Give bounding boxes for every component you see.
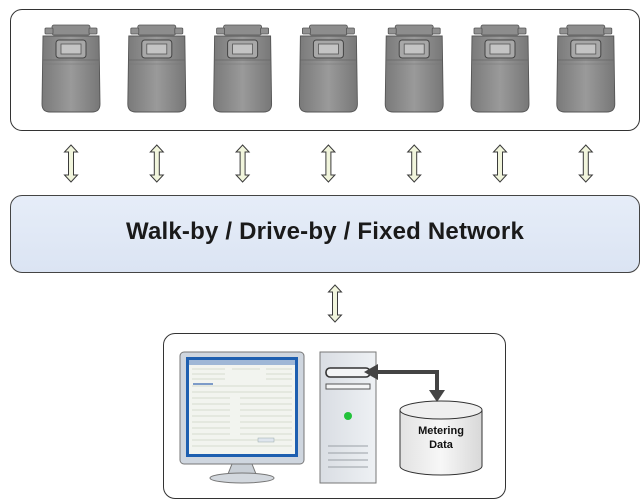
- link-arrow: [320, 144, 337, 183]
- link-arrow: [149, 144, 165, 183]
- pc-tower-icon: [319, 351, 377, 484]
- tower-to-database-arrow: [364, 364, 445, 402]
- network-label: Walk-by / Drive-by / Fixed Network: [125, 218, 524, 245]
- link-arrow-shape: [327, 284, 343, 323]
- computer-monitor-icon: [179, 351, 305, 484]
- power-led-icon: [344, 412, 352, 420]
- gas-meter-icon: [470, 24, 530, 113]
- gas-meter-icon: [384, 24, 444, 113]
- gas-meter-icon: [213, 24, 273, 113]
- link-arrow: [234, 144, 251, 183]
- link-arrow: [578, 144, 594, 183]
- link-arrow: [406, 144, 422, 183]
- gas-meter-icon: [556, 24, 616, 113]
- metering-data-line1: Metering: [418, 425, 464, 437]
- database-cylinder-icon: [399, 400, 483, 476]
- metering-data-label: Metering Data: [400, 424, 482, 452]
- link-arrow-center: [327, 284, 343, 323]
- gas-meter-icon: [41, 24, 101, 113]
- link-arrow: [63, 144, 79, 183]
- gas-meter-icon: [127, 24, 187, 113]
- network-band: Walk-by / Drive-by / Fixed Network: [10, 195, 640, 273]
- gas-meter-icon: [298, 24, 358, 113]
- link-arrow: [492, 144, 508, 183]
- metering-data-line2: Data: [429, 439, 453, 451]
